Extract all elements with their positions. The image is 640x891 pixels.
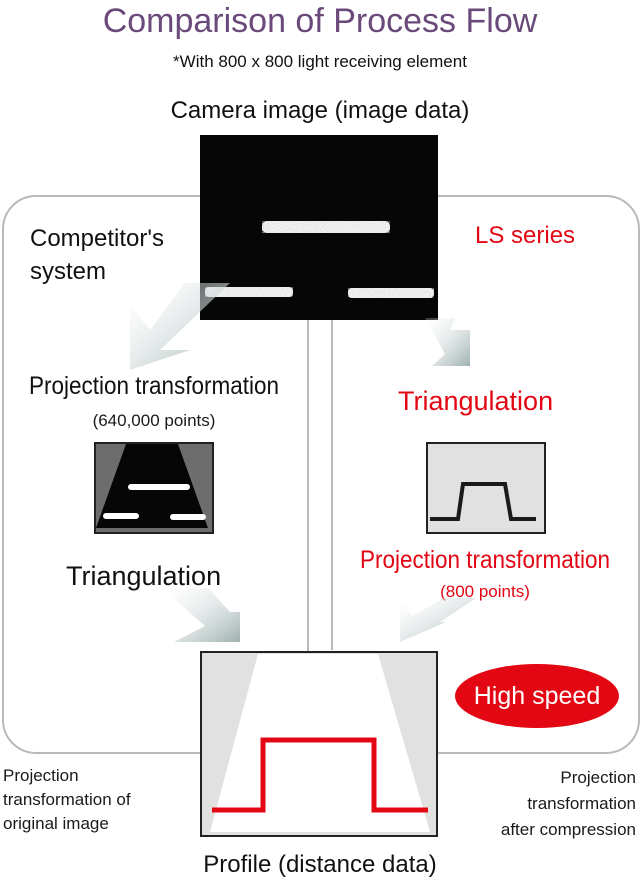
competitor-label-line2: system: [30, 258, 107, 285]
arrow-triangulation-to-profile: [162, 588, 240, 642]
arrow-camera-to-competitor: [130, 283, 230, 370]
arrow-camera-to-ls: [425, 318, 470, 366]
left-note-line3: original image: [3, 814, 109, 833]
profile-thumbnail-line: [430, 482, 536, 521]
ls-step1: Triangulation: [398, 386, 554, 416]
left-note-line2: transformation of: [3, 790, 131, 809]
ls-step2: Projection transformation: [359, 546, 611, 574]
competitor-step2: Triangulation: [66, 561, 222, 591]
left-note-line1: Projection: [3, 766, 79, 785]
profile-label: Profile (distance data): [203, 851, 437, 878]
competitor-step1: Projection transformation: [28, 372, 280, 400]
projected-image-content: [96, 444, 208, 528]
center-divider: [331, 320, 333, 650]
camera-laser-lines: [205, 221, 434, 298]
high-speed-badge: High speed: [455, 664, 619, 728]
competitor-step1-detail: (640,000 points): [92, 411, 216, 430]
page-title: Comparison of Process Flow: [102, 2, 538, 40]
camera-image-label: Camera image (image data): [170, 97, 470, 124]
competitor-label-line1: Competitor's: [30, 225, 164, 252]
right-note-line3: after compression: [500, 820, 636, 839]
right-note-line2: transformation: [527, 794, 636, 813]
ls-step2-detail: (800 points): [440, 582, 530, 601]
right-note-line1: Projection: [560, 768, 636, 787]
page-subtitle: *With 800 x 800 light receiving element: [173, 52, 467, 71]
arrow-projection-to-profile: [400, 598, 476, 642]
profile-image-content: [210, 654, 430, 832]
ls-series-label: LS series: [475, 222, 576, 249]
